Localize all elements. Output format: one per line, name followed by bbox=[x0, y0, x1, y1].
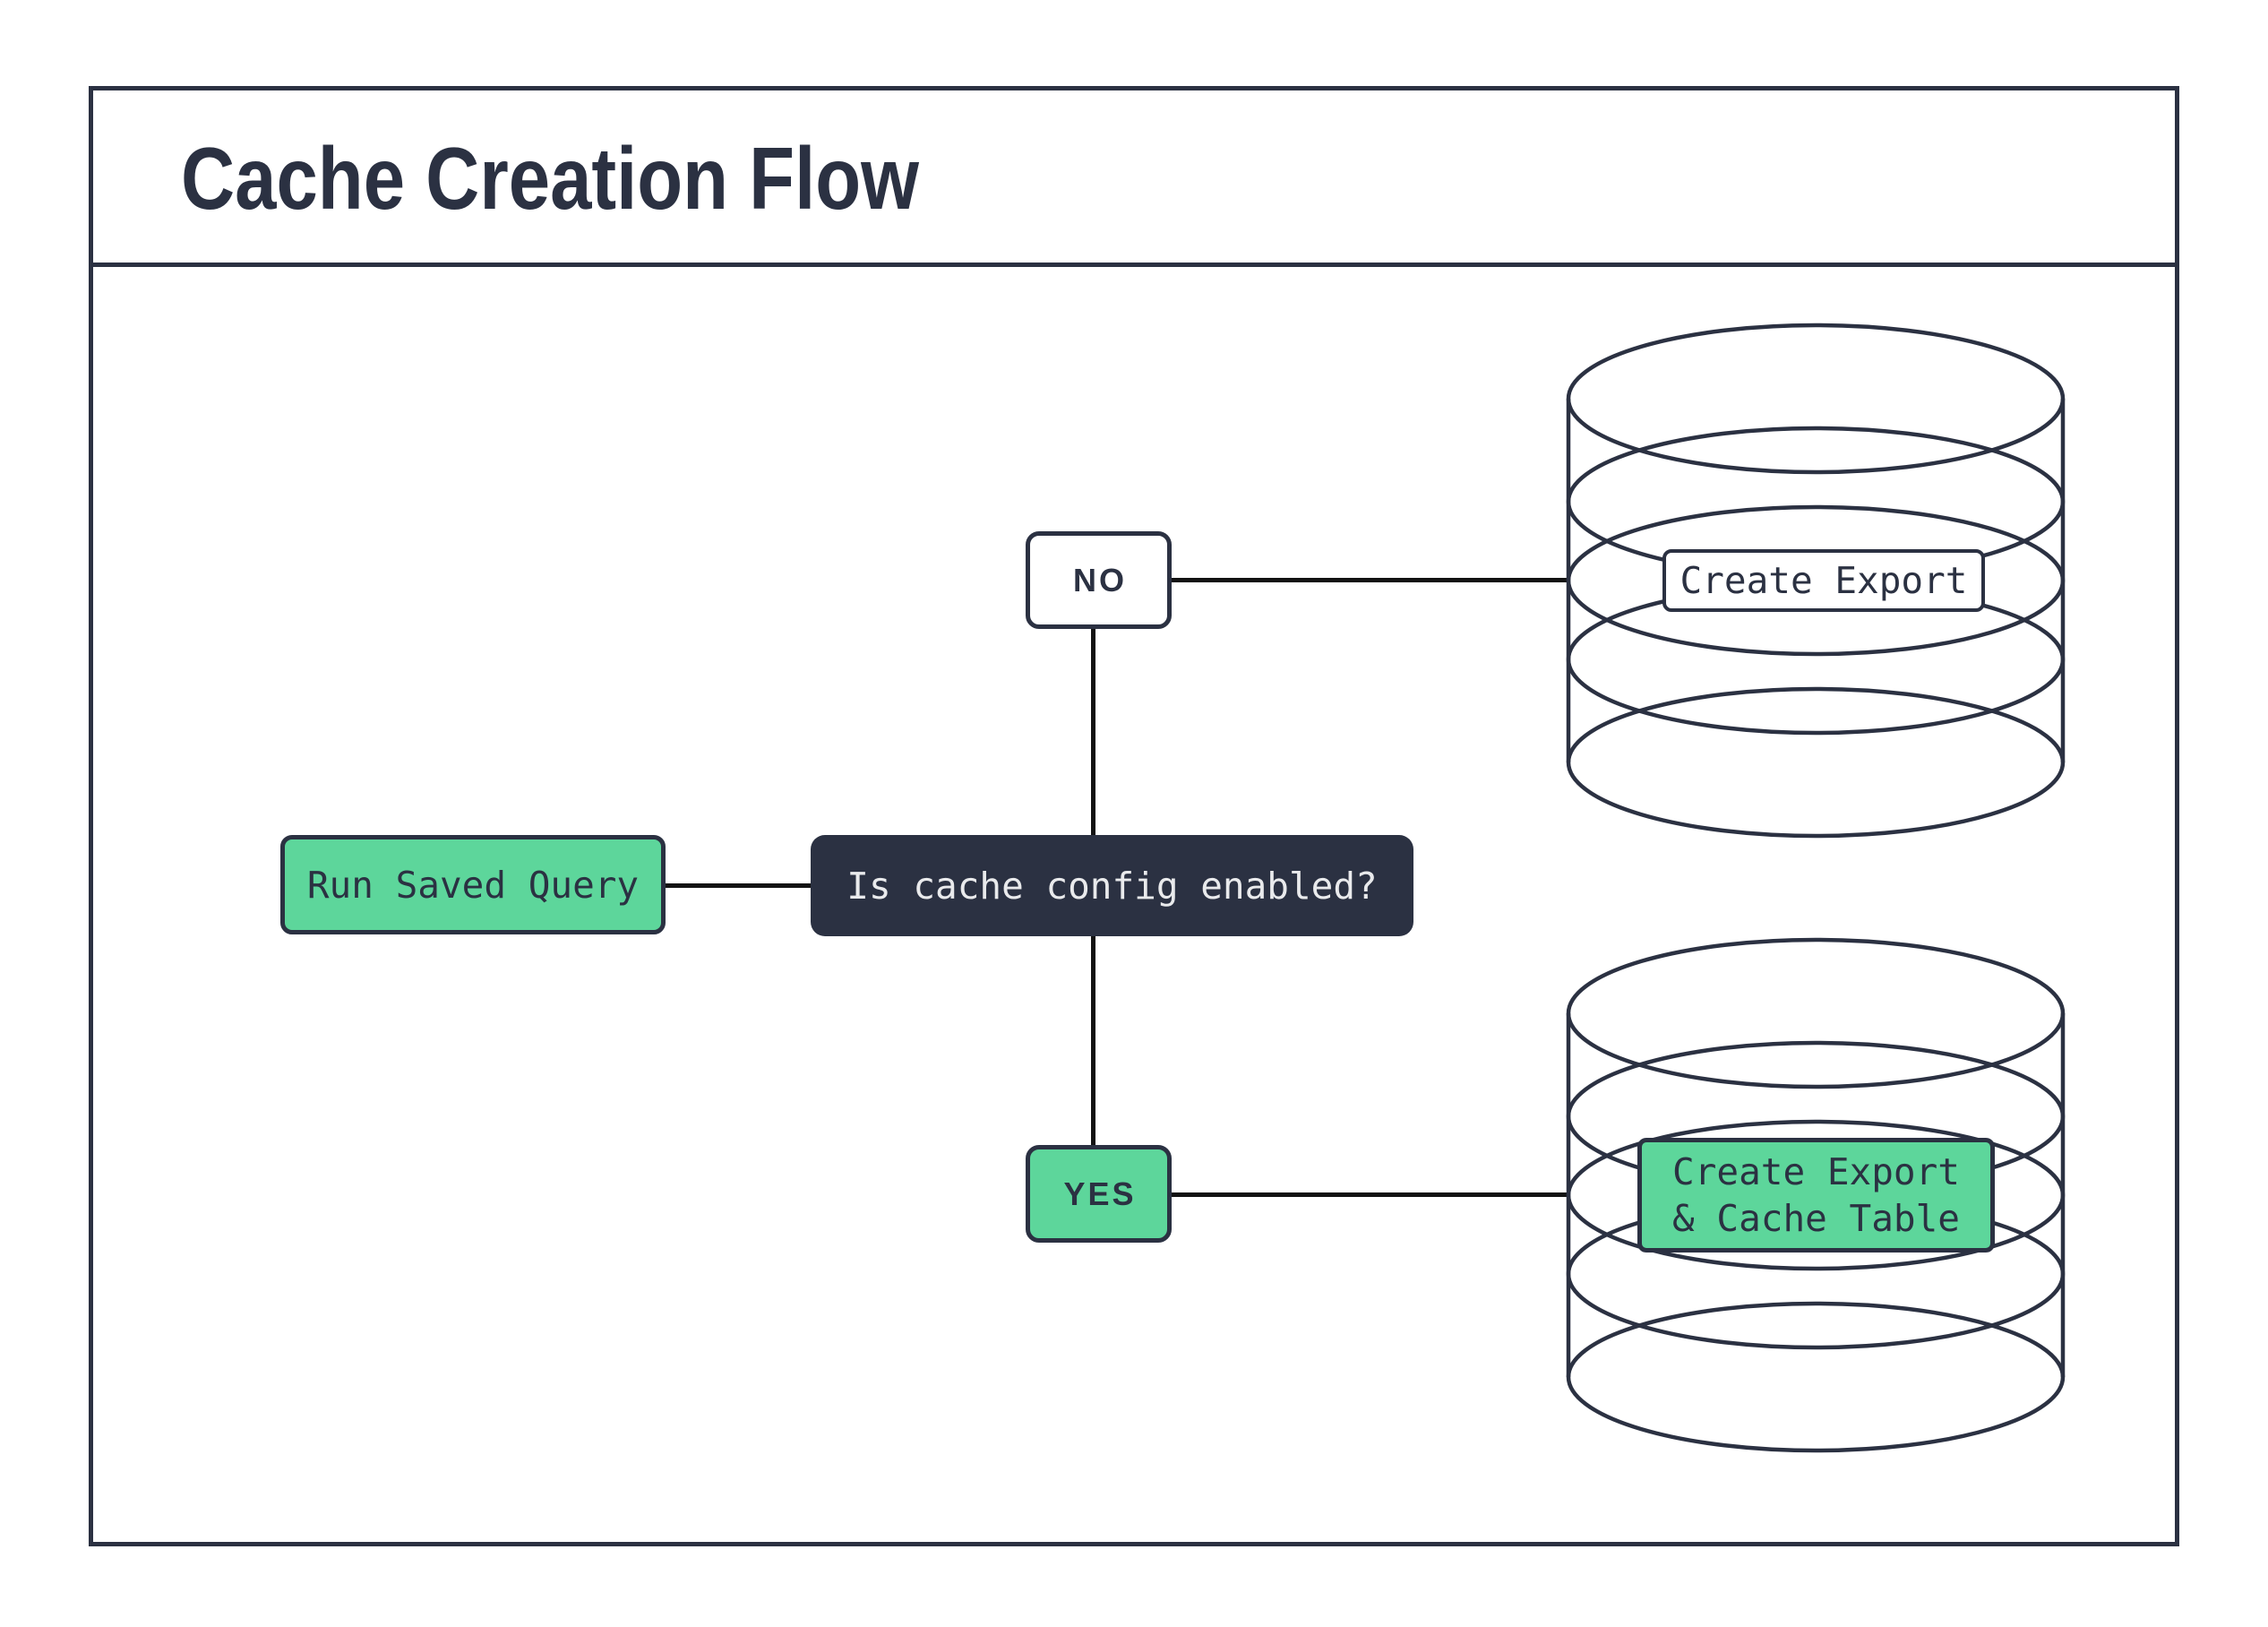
start-node-run-saved-query: Run Saved Query bbox=[280, 835, 666, 934]
branch-node-yes: YES bbox=[1026, 1145, 1172, 1243]
connector-decision-to-yes bbox=[1091, 934, 1095, 1148]
result-label-line2: & Cache Table bbox=[1672, 1197, 1960, 1240]
title-divider bbox=[89, 263, 2179, 267]
connector-decision-to-no bbox=[1091, 626, 1095, 838]
decision-node-cache-config: Is cache config enabled? bbox=[811, 835, 1413, 936]
branch-node-no: NO bbox=[1026, 531, 1172, 629]
connector-yes-to-database bbox=[1170, 1192, 1570, 1197]
connector-start-to-decision bbox=[666, 883, 811, 888]
result-label-create-export-cache-table: Create Export & Cache Table bbox=[1637, 1138, 1995, 1253]
connector-no-to-database bbox=[1170, 578, 1570, 582]
result-label-line1: Create Export bbox=[1672, 1150, 1960, 1193]
page-title: Cache Creation Flow bbox=[181, 129, 919, 228]
result-label-create-export: Create Export bbox=[1662, 549, 1985, 612]
